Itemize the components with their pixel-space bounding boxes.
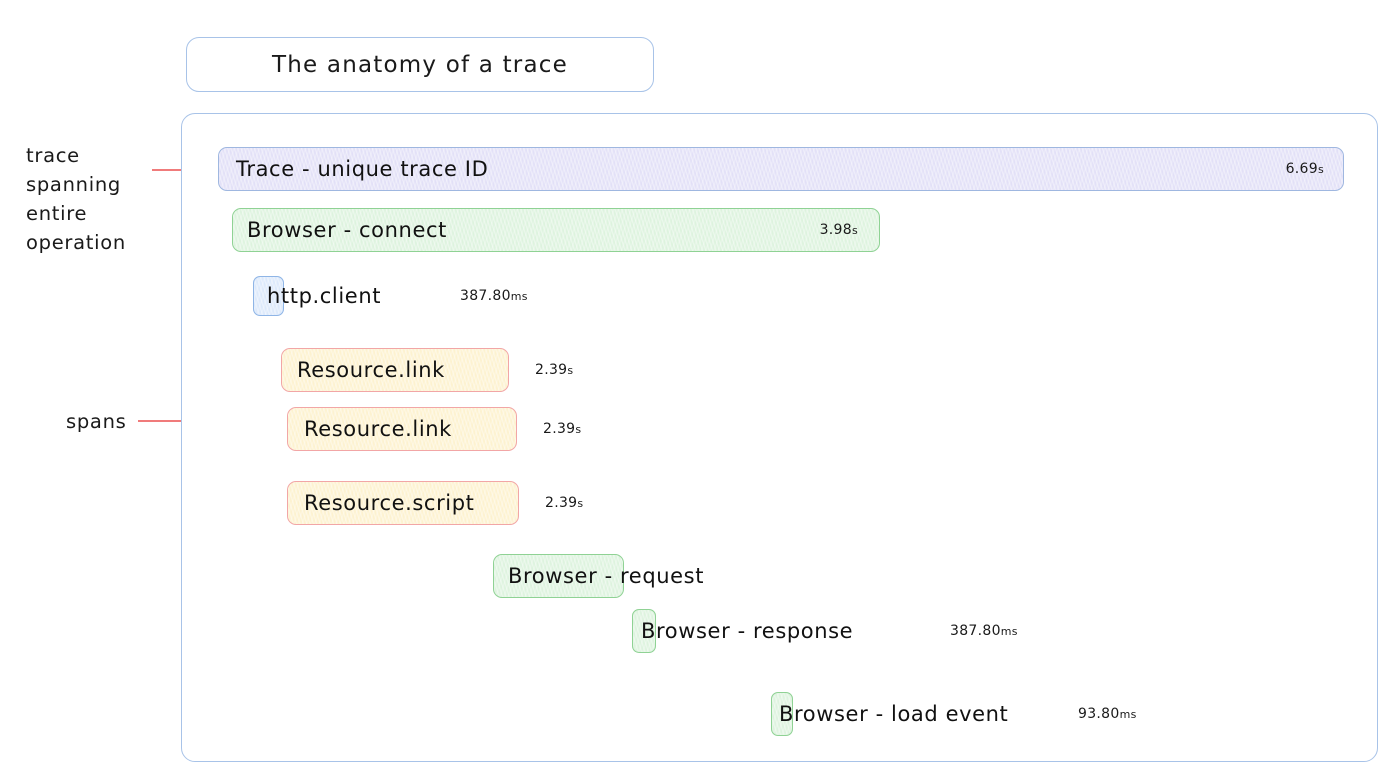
duration-value: 2.39 bbox=[545, 495, 578, 511]
duration-unit: s bbox=[1317, 163, 1324, 176]
span-row-browser-load-event[interactable]: Browser - load event 93.80ms bbox=[771, 692, 1136, 736]
span-bar-browser-connect[interactable] bbox=[232, 208, 880, 252]
span-duration-browser-load-event: 93.80ms bbox=[1078, 706, 1137, 722]
span-bar-browser-response[interactable] bbox=[632, 609, 656, 653]
span-bar-resource-script[interactable] bbox=[287, 481, 519, 525]
spans-leader-horizontal-line bbox=[138, 420, 212, 422]
span-row-trace[interactable]: Trace - unique trace ID 6.69s bbox=[218, 147, 1344, 191]
span-bar-browser-load-event[interactable] bbox=[771, 692, 793, 736]
title-card: The anatomy of a trace bbox=[186, 37, 654, 92]
span-row-resource-link-1[interactable]: Resource.link 2.39s bbox=[281, 348, 573, 392]
spans-annotation-label: spans bbox=[66, 410, 127, 433]
span-duration-browser-connect: 3.98s bbox=[820, 222, 858, 238]
span-duration-trace: 6.69s bbox=[1286, 161, 1324, 177]
span-label-browser-response: Browser - response bbox=[641, 619, 854, 643]
duration-value: 6.69 bbox=[1285, 161, 1318, 177]
duration-value: 2.39 bbox=[543, 421, 576, 437]
span-row-browser-response[interactable]: Browser - response 387.80ms bbox=[632, 609, 1018, 653]
span-duration-resource-link-2: 2.39s bbox=[543, 421, 581, 437]
duration-unit: s bbox=[567, 364, 574, 377]
span-bar-resource-link-1[interactable] bbox=[281, 348, 509, 392]
span-row-resource-script[interactable]: Resource.script 2.39s bbox=[287, 481, 583, 525]
span-duration-browser-response: 387.80ms bbox=[950, 623, 1018, 639]
span-label-resource-script: Resource.script bbox=[304, 491, 475, 515]
span-label-trace: Trace - unique trace ID bbox=[236, 157, 489, 181]
duration-unit: s bbox=[575, 423, 582, 436]
duration-unit: ms bbox=[1000, 625, 1018, 638]
span-row-browser-request[interactable]: Browser - request bbox=[493, 554, 703, 598]
duration-unit: ms bbox=[510, 290, 528, 303]
span-label-browser-load-event: Browser - load event bbox=[779, 702, 1009, 726]
span-bar-trace[interactable] bbox=[218, 147, 1344, 191]
page-title: The anatomy of a trace bbox=[272, 51, 568, 78]
trace-annotation-label: trace spanning entire operation bbox=[26, 144, 126, 254]
span-bar-http-client[interactable] bbox=[253, 276, 284, 316]
span-bar-resource-link-2[interactable] bbox=[287, 407, 517, 451]
duration-value: 93.80 bbox=[1078, 706, 1120, 722]
duration-value: 2.39 bbox=[535, 362, 568, 378]
span-duration-resource-link-1: 2.39s bbox=[535, 362, 573, 378]
span-label-resource-link-1: Resource.link bbox=[297, 358, 445, 382]
span-label-browser-connect: Browser - connect bbox=[247, 218, 447, 242]
duration-value: 387.80 bbox=[950, 623, 1001, 639]
span-duration-http-client: 387.80ms bbox=[460, 288, 528, 304]
span-row-resource-link-2[interactable]: Resource.link 2.39s bbox=[287, 407, 581, 451]
span-duration-resource-script: 2.39s bbox=[545, 495, 583, 511]
duration-value: 387.80 bbox=[460, 288, 511, 304]
duration-unit: ms bbox=[1119, 708, 1137, 721]
duration-unit: s bbox=[577, 497, 584, 510]
span-label-browser-request: Browser - request bbox=[508, 564, 705, 588]
span-row-browser-connect[interactable]: Browser - connect 3.98s bbox=[232, 208, 880, 252]
duration-value: 3.98 bbox=[819, 222, 852, 238]
span-row-http-client[interactable]: http.client 387.80ms bbox=[253, 276, 528, 316]
duration-unit: s bbox=[851, 224, 858, 237]
span-bar-browser-request[interactable] bbox=[493, 554, 624, 598]
trace-waterfall-container: Trace - unique trace ID 6.69s Browser - … bbox=[181, 113, 1378, 762]
span-label-http-client: http.client bbox=[267, 284, 382, 308]
span-label-resource-link-2: Resource.link bbox=[304, 417, 452, 441]
